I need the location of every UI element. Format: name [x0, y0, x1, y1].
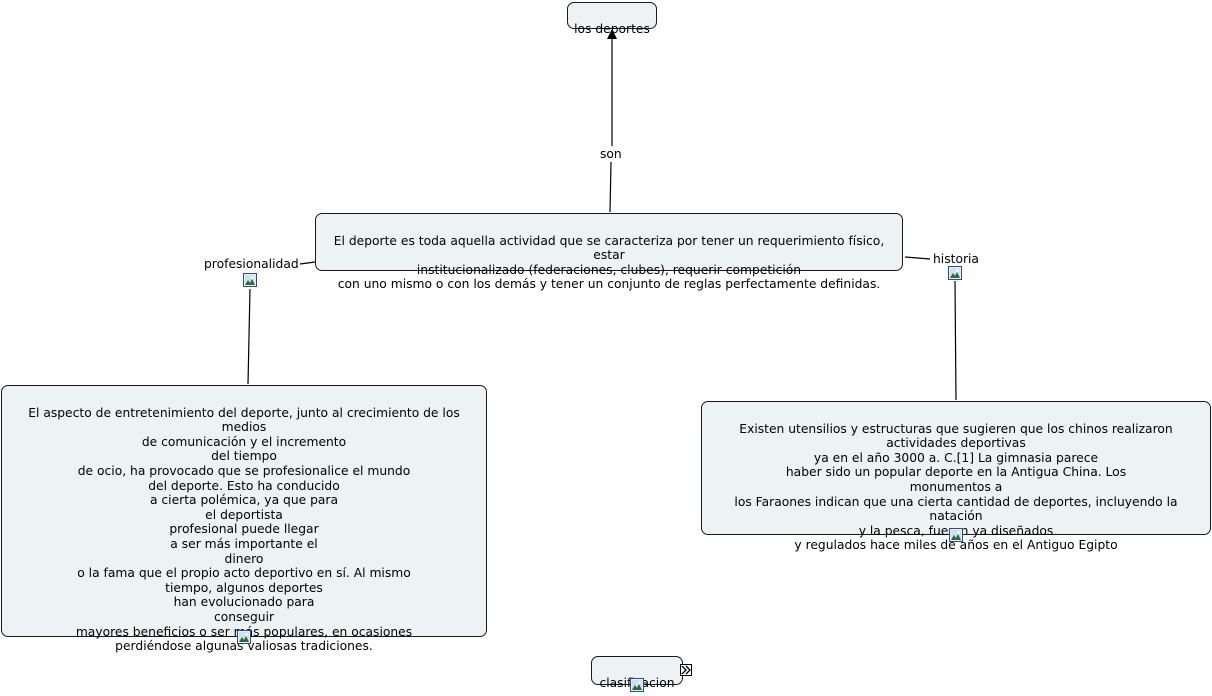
link-label-historia[interactable]: historia — [932, 252, 980, 266]
concept-profesionalidad-text: El aspecto de entretenimiento del deport… — [28, 405, 460, 654]
image-resource-icon[interactable] — [948, 266, 962, 280]
image-resource-icon[interactable] — [949, 528, 963, 542]
concept-los-deportes-label: los deportes — [574, 21, 650, 36]
concept-los-deportes[interactable]: los deportes — [567, 2, 657, 36]
link-definition-to-historia — [904, 256, 931, 260]
link-label-son[interactable]: son — [599, 147, 623, 161]
link-definition-to-profesionalidad — [299, 261, 316, 265]
link-historia-to-node — [954, 280, 957, 401]
concept-definicion-text: El deporte es toda aquella actividad que… — [333, 233, 885, 292]
expand-icon[interactable] — [680, 664, 692, 676]
concept-definicion[interactable]: El deporte es toda aquella actividad que… — [315, 213, 903, 291]
image-resource-icon[interactable] — [237, 630, 251, 644]
link-profesionalidad-to-node — [247, 288, 251, 385]
image-resource-icon[interactable] — [243, 273, 257, 287]
concept-historia-text: Existen utensilios y estructuras que sug… — [734, 421, 1178, 553]
concept-profesionalidad-detalle[interactable]: El aspecto de entretenimiento del deport… — [1, 385, 487, 653]
link-label-profesionalidad[interactable]: profesionalidad — [203, 257, 300, 271]
concept-historia-detalle[interactable]: Existen utensilios y estructuras que sug… — [701, 401, 1211, 552]
link-definition-to-son — [609, 161, 612, 213]
image-resource-icon[interactable] — [630, 678, 644, 692]
